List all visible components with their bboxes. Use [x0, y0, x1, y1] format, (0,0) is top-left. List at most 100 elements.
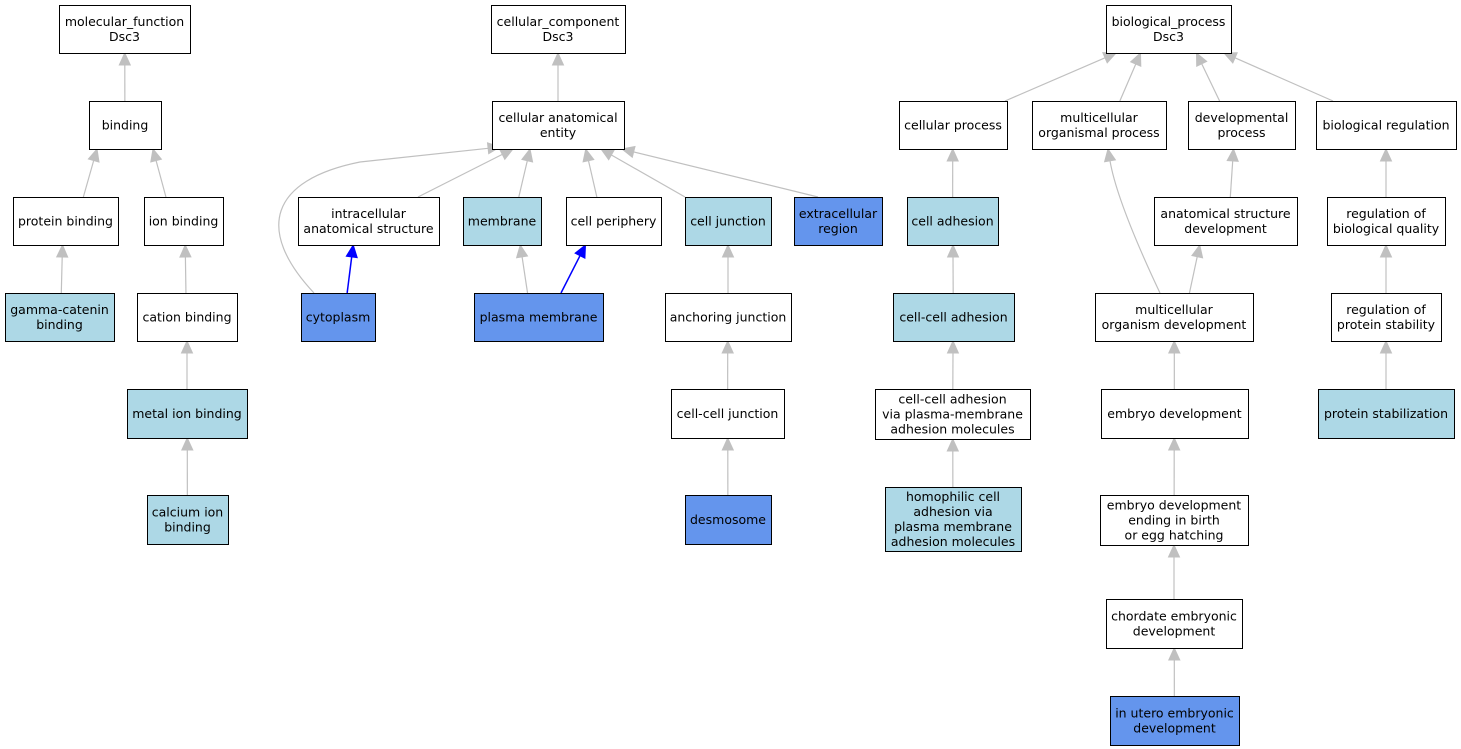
edge-line [1234, 57, 1334, 102]
term-label-line: binding [36, 317, 83, 332]
term-label-line: plasma membrane [894, 519, 1012, 534]
edge-anatomical-structure-development-to-developmental-process [1226, 147, 1239, 198]
go-term-membrane[interactable]: membrane [463, 197, 542, 246]
term-label-line: multicellular [1060, 110, 1139, 125]
term-box [1154, 197, 1298, 246]
term-box [144, 197, 224, 246]
edge-line [1188, 256, 1198, 294]
arrowhead [574, 243, 587, 259]
edge-plasma-membrane-to-membrane [515, 243, 529, 294]
term-label-line: biological regulation [1322, 118, 1449, 133]
go-term-cell-adhesion[interactable]: cell adhesion [907, 197, 999, 246]
term-box [1331, 293, 1442, 342]
edge-multicellular-organism-development-to-anatomical-structure-development [1188, 243, 1204, 294]
arrowhead [1195, 51, 1208, 67]
term-label-line: metal ion binding [132, 406, 242, 421]
edge-line [633, 151, 819, 198]
term-box [1110, 696, 1240, 746]
term-box [1106, 5, 1232, 54]
edge-regulation-of-protein-stability-to-regulation-of-biological-quality [1379, 243, 1393, 293]
go-term-cellular-process[interactable]: cellular process [899, 101, 1008, 150]
go-term-cation-binding[interactable]: cation binding [137, 293, 238, 342]
term-label-line: region [818, 221, 858, 236]
go-term-desmosome[interactable]: desmosome [685, 495, 772, 545]
arrowhead [551, 51, 565, 66]
edge-line [1109, 160, 1161, 294]
arrowhead [946, 243, 960, 258]
term-box [685, 197, 772, 246]
go-term-cell-periphery[interactable]: cell periphery [566, 197, 662, 246]
term-label-line: protein stabilization [1324, 406, 1448, 421]
term-label-line: cation binding [142, 310, 231, 325]
term-label-line: desmosome [690, 512, 766, 527]
go-term-anchoring-junction[interactable]: anchoring junction [665, 293, 792, 342]
term-label-line: anchoring junction [670, 310, 787, 325]
go-term-ion-binding[interactable]: ion binding [144, 197, 224, 246]
arrowhead [181, 436, 194, 451]
arrowhead [180, 339, 194, 354]
arrowhead [721, 436, 735, 451]
term-label-line: cell periphery [571, 214, 657, 229]
edge-cell-junction-to-cellular-anatomical-entity [599, 148, 686, 198]
go-term-protein-stabilization[interactable]: protein stabilization [1318, 389, 1455, 439]
go-term-metal-ion-binding[interactable]: metal ion binding [127, 389, 248, 439]
term-label-line: protein binding [18, 214, 113, 229]
go-term-cell-cell-adhesion[interactable]: cell-cell adhesion [893, 293, 1015, 342]
arrowhead [1222, 52, 1238, 64]
go-term-cell-cell-junction[interactable]: cell-cell junction [671, 389, 785, 439]
term-box [893, 293, 1015, 342]
term-label-line: organism development [1102, 317, 1247, 332]
arrowhead [345, 243, 358, 259]
term-label-line: biological_process [1112, 14, 1226, 29]
term-box [89, 101, 162, 150]
edge-regulation-of-biological-quality-to-biological-regulation [1379, 147, 1393, 197]
term-label-line: cell-cell adhesion [898, 392, 1006, 407]
go-term-biological-regulation[interactable]: biological regulation [1316, 101, 1457, 150]
edge-line [82, 160, 95, 198]
edge-line [278, 147, 489, 294]
term-box [59, 5, 191, 54]
go-term-cell-junction[interactable]: cell junction [685, 197, 772, 246]
edge-cytoplasm-to-intracellular-anatomical-structure [345, 243, 358, 294]
edge-line [184, 256, 187, 294]
term-box [491, 5, 626, 54]
term-label-line: embryo development [1107, 498, 1242, 513]
go-term-plasma-membrane[interactable]: plasma membrane [474, 293, 604, 342]
edge-line [1004, 57, 1106, 102]
go-term-protein-binding[interactable]: protein binding [13, 197, 119, 246]
term-box [885, 487, 1022, 552]
go-term-binding[interactable]: binding [89, 101, 162, 150]
edge-homophilic-cell-adhesion-to-cell-cell-adhesion-via-pm [946, 437, 960, 488]
term-label-line: biological quality [1333, 221, 1440, 236]
go-term-embryo-development[interactable]: embryo development [1101, 389, 1249, 439]
arrowhead [946, 437, 960, 452]
term-label-line: developmental [1195, 110, 1289, 125]
term-label-line: adhesion via [913, 504, 992, 519]
edge-embryo-development-birth-to-embryo-development [1167, 436, 1181, 496]
go-term-cytoplasm[interactable]: cytoplasm [301, 293, 376, 342]
term-label-line: calcium ion [152, 505, 223, 520]
term-box [1327, 197, 1446, 246]
term-box [301, 293, 376, 342]
term-label-line: regulation of [1346, 302, 1426, 317]
